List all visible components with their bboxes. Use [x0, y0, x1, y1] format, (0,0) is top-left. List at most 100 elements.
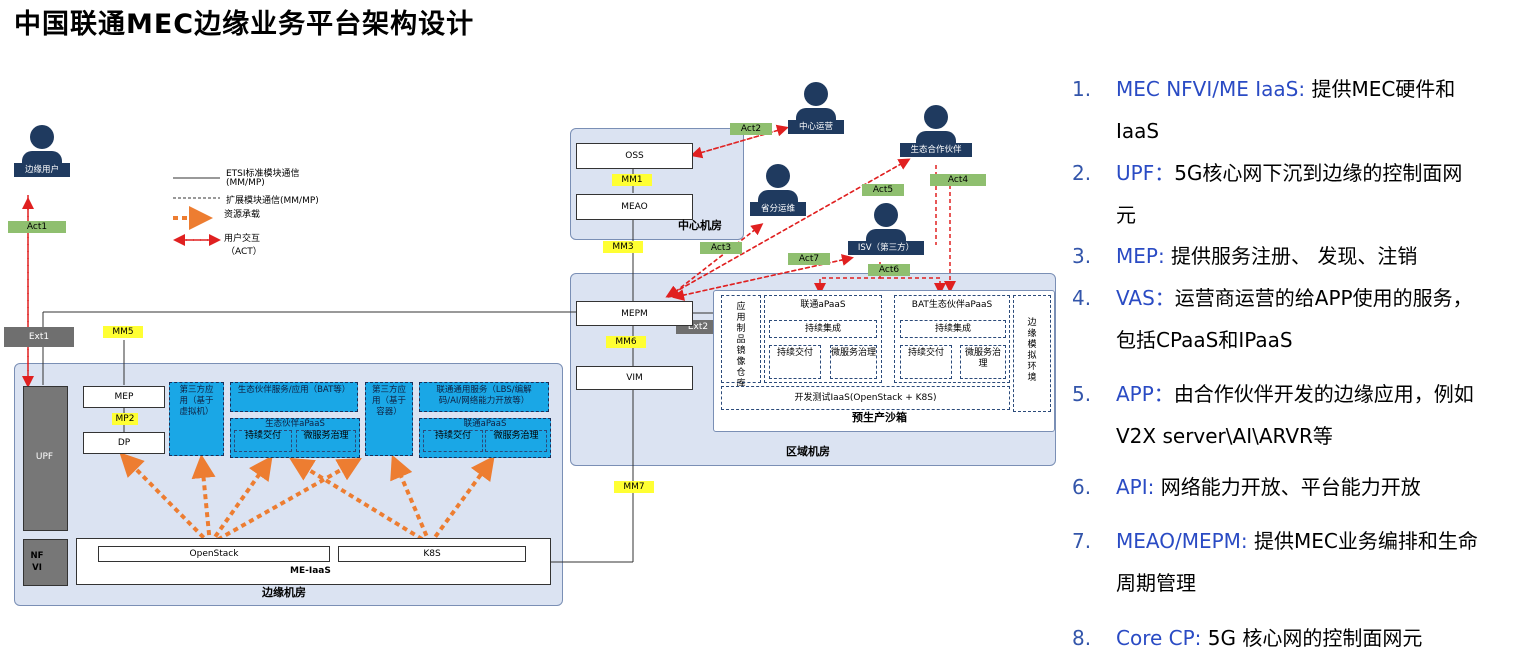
person-body-icon	[22, 151, 62, 163]
nfvi-box	[23, 539, 68, 586]
center-room-label: 中心机房	[678, 219, 722, 232]
sandbox-mesh-unicom: 微服务治理	[830, 345, 877, 379]
image-warehouse: 应用制品镜像仓库	[721, 295, 761, 389]
person-icon	[924, 105, 948, 129]
vim-box: VIM	[576, 366, 693, 390]
legend-user: 用户交互	[224, 234, 261, 244]
list-text: 运营商运营的给APP使用的服务，	[1174, 286, 1473, 310]
person-body-icon	[758, 190, 798, 202]
list-item: 7. MEAO/MEPM: 提供MEC业务编排和生命	[1072, 520, 1532, 562]
list-item: 1. MEC NFVI/ME IaaS: 提供MEC硬件和	[1072, 68, 1532, 110]
region-room-label: 区域机房	[786, 445, 830, 458]
act5-label: Act5	[862, 184, 904, 196]
list-number: 2.	[1072, 161, 1092, 185]
list-key: Core CP:	[1116, 626, 1202, 650]
person-icon	[874, 203, 898, 227]
meao-box: MEAO	[576, 194, 693, 220]
list-text: 由合作伙伴开发的边缘应用，例如	[1173, 382, 1474, 406]
list-item-cont: 包括CPaaS和IPaaS	[1116, 328, 1293, 352]
bat-paas-sandbox: BAT生态伙伴aPaaS	[894, 295, 1010, 383]
act7-label: Act7	[788, 253, 830, 265]
legend-ext: 扩展模块通信(MM/MP)	[226, 196, 319, 206]
third-party-container-app: 第三方应用（基于容器）	[365, 382, 413, 456]
dp-box: DP	[83, 432, 165, 454]
mep-box: MEP	[83, 386, 165, 408]
list-item: 4. VAS：运营商运营的给APP使用的服务，	[1072, 277, 1532, 319]
act6-label: Act6	[868, 264, 910, 276]
legend-etsi-sub: (MM/MP)	[226, 178, 265, 188]
ext1-label: Ext1	[4, 327, 74, 347]
list-number: 4.	[1072, 286, 1092, 310]
list-number: 8.	[1072, 626, 1092, 650]
isv-label: ISV（第三方）	[848, 241, 924, 255]
openstack-box: OpenStack	[98, 546, 330, 562]
list-item: 3. MEP: 提供服务注册、 发现、注销	[1072, 235, 1532, 277]
legend-etsi: ETSI标准模块通信	[226, 169, 300, 179]
page-title: 中国联通MEC边缘业务平台架构设计	[14, 9, 475, 40]
list-key: MEAO/MEPM:	[1116, 529, 1248, 553]
edge-room-label: 边缘机房	[262, 586, 306, 599]
sandbox-label: 预生产沙箱	[852, 411, 907, 424]
list-key: APP：	[1116, 382, 1174, 406]
mp2-label: MP2	[112, 413, 138, 425]
list-item-cont: 元	[1116, 203, 1136, 227]
list-number: 7.	[1072, 529, 1092, 553]
list-item-cont: 周期管理	[1116, 571, 1196, 595]
edge-sim-env: 边缘模拟环境	[1013, 295, 1051, 412]
list-key: MEC NFVI/ME IaaS:	[1116, 77, 1306, 101]
act3-label: Act3	[700, 242, 742, 254]
person-icon	[766, 164, 790, 188]
mm3-label: MM3	[603, 241, 643, 253]
list-text: 5G 核心网的控制面网元	[1201, 626, 1423, 650]
legend-resource: 资源承载	[224, 210, 261, 220]
list-item: 6. API: 网络能力开放、平台能力开放	[1072, 466, 1532, 508]
unicom-paas-label: 联通aPaaS	[463, 419, 507, 429]
list-key: API:	[1116, 475, 1155, 499]
list-item-cont: V2X server\AI\ARVR等	[1116, 424, 1333, 448]
sandbox-cd-unicom: 持续交付	[769, 345, 821, 379]
center-ops-label: 中心运营	[788, 120, 844, 134]
unicom-paas-sandbox-label: 联通aPaaS	[800, 300, 846, 310]
list-text: 提供MEC业务编排和生命	[1247, 529, 1478, 553]
unicom-service-app: 联通通用服务（LBS/编解码/AI/网络能力开放等）	[419, 382, 549, 412]
bat-paas-sandbox-label: BAT生态伙伴aPaaS	[911, 300, 993, 310]
mepm-box: MEPM	[576, 301, 693, 326]
edge-sim-env-label: 边缘模拟环境	[1027, 318, 1037, 383]
act1-label: Act1	[8, 221, 66, 233]
mm5-label: MM5	[103, 326, 143, 338]
province-ops-label: 省分运维	[750, 202, 806, 216]
list-number: 5.	[1072, 382, 1092, 406]
edge-user-actor: 边缘用户	[14, 125, 70, 177]
me-iaas-label: ME-IaaS	[290, 566, 331, 576]
list-text: 提供服务注册、 发现、注销	[1164, 244, 1418, 268]
k8s-box: K8S	[338, 546, 526, 562]
list-key: VAS：	[1116, 286, 1175, 310]
list-number: 3.	[1072, 244, 1092, 268]
person-body-icon	[866, 229, 906, 241]
upf-label: UPF	[35, 452, 54, 462]
isv-actor: ISV（第三方）	[848, 203, 924, 255]
mm6-label: MM6	[606, 336, 646, 348]
person-body-icon	[916, 131, 956, 143]
partner-label: 生态合作伙伴	[900, 143, 972, 157]
list-key: MEP:	[1116, 244, 1165, 268]
list-item-cont: IaaS	[1116, 119, 1160, 143]
eco-service-app: 生态伙伴服务/应用（BAT等）	[230, 382, 358, 412]
list-text: 提供MEC硬件和	[1305, 77, 1456, 101]
list-text: 5G核心网下沉到边缘的控制面网	[1174, 161, 1463, 185]
upf-box	[23, 386, 68, 531]
province-ops-actor: 省分运维	[750, 164, 806, 216]
center-ops-actor: 中心运营	[788, 82, 844, 134]
sandbox-ci-unicom: 持续集成	[769, 320, 877, 338]
list-number: 1.	[1072, 77, 1092, 101]
list-number: 6.	[1072, 475, 1092, 499]
eco-mesh: 微服务治理	[296, 430, 356, 452]
sandbox-mesh-bat: 微服务治理	[960, 345, 1006, 379]
oss-box: OSS	[576, 143, 693, 169]
list-text: 网络能力开放、平台能力开放	[1154, 475, 1421, 499]
third-party-vm-app: 第三方应用（基于虚拟机）	[169, 382, 224, 456]
list-item: 5. APP：由合作伙伴开发的边缘应用，例如	[1072, 373, 1532, 415]
mm1-label: MM1	[612, 174, 652, 186]
person-icon	[30, 125, 54, 149]
eco-paas-label: 生态伙伴aPaaS	[265, 419, 325, 429]
